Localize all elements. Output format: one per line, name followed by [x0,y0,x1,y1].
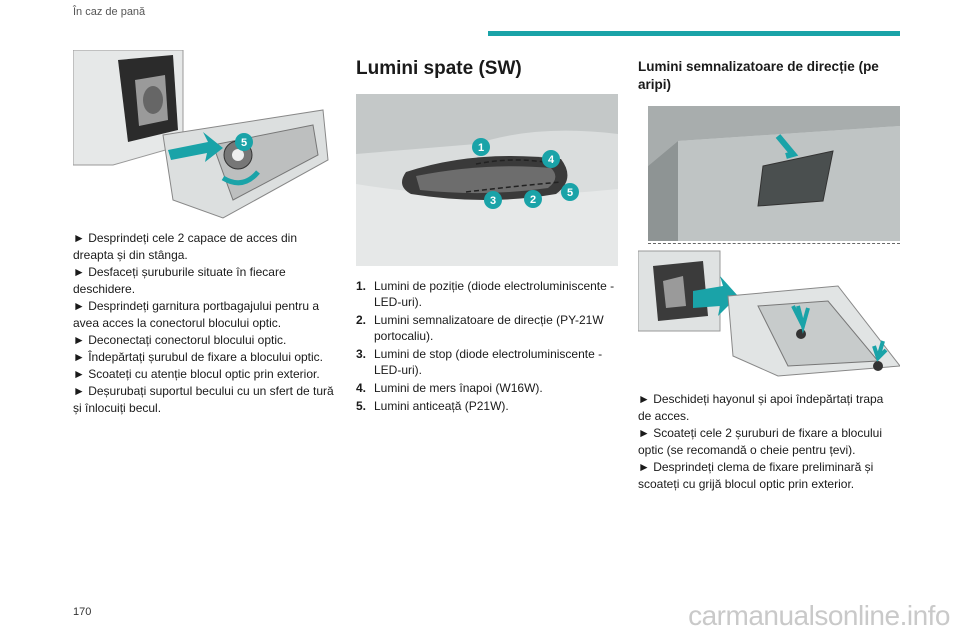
legend-item: 4. Lumini de mers înapoi (W16W). [356,380,618,396]
callout-4-marker [542,150,560,168]
legend-text: Lumini anticeață (P21W). [374,399,509,413]
step: ► Scoateți cele 2 șuruburi de fixare a b… [638,426,883,457]
callout-1-marker [472,138,490,156]
dashed-separator [648,243,900,244]
step: ► Deșurubați suportul becului cu un sfer… [73,384,334,415]
figure-side-indicator-access [648,106,900,241]
figure-rear-lights: 1 4 3 2 5 [356,94,618,266]
callout-3-marker [484,191,502,209]
callout-5-label: 5 [567,187,573,199]
step: ► Îndepărtați șurubul de fixare a blocul… [73,350,324,364]
callout-3-label: 3 [490,195,496,207]
legend-text: Lumini semnalizatoare de direcție (PY-21… [374,313,604,343]
legend-text: Lumini de mers înapoi (W16W). [374,381,543,395]
legend-text: Lumini de stop (diode electroluminiscent… [374,347,603,377]
step: ► Deschideți hayonul și apoi îndepărtați… [638,392,884,423]
step: ► Deconectați conectorul blocului optic. [73,333,287,347]
legend-number: 5. [356,399,367,413]
page-number: 170 [73,606,92,618]
callout-5-label: 5 [241,137,247,149]
legend-item: 5. Lumini anticeață (P21W). [356,398,618,414]
legend-item: 3. Lumini de stop (diode electroluminisce… [356,346,618,378]
step: ► Desfaceți șuruburile situate în fiecar… [73,265,286,296]
section-title-rear-lights: Lumini spate (SW) [356,58,522,79]
callout-2-marker [524,190,542,208]
col3-steps: ► Deschideți hayonul și apoi îndepărtați… [638,391,900,493]
step: ► Desprindeți cele 2 capace de acces din… [73,231,298,262]
legend-item: 1. Lumini de poziție (diode electrolumini… [356,278,618,310]
callout-2-label: 2 [530,194,536,206]
col1-steps: ► Desprindeți cele 2 capace de acces din… [73,230,335,417]
step: ► Desprindeți clema de fixare preliminar… [638,460,874,491]
step: ► Desprindeți garnitura portbagajului pe… [73,299,320,330]
column-1: 5 ► Desprindeți cele 2 capace de acces d… [73,50,335,417]
figure-lamp-removal: 5 [73,50,335,220]
watermark: carmanualsonline.info [688,600,950,631]
legend-text: Lumini de poziție (diode electroluminisc… [374,279,615,309]
figure-side-indicator-removal [638,246,900,381]
legend-item: 2. Lumini semnalizatoare de direcție (PY-… [356,312,618,344]
section-title-side-indicators: Lumini semnalizatoare de direcție (pe ar… [638,59,879,92]
header-accent-bar [488,31,900,36]
legend-number: 4. [356,381,367,395]
legend-number: 1. [356,279,367,293]
header-section-title: În caz de pană [73,6,146,18]
rear-lights-legend: 1. Lumini de poziție (diode electrolumini… [356,278,618,414]
column-3: Lumini semnalizatoare de direcție (pe ar… [638,50,900,493]
callout-5-marker [561,183,579,201]
legend-number: 3. [356,347,367,361]
callout-4-label: 4 [548,154,555,166]
column-2: Lumini spate (SW) 1 4 3 2 5 1. Lumini de … [356,50,618,416]
step: ► Scoateți cu atenție blocul optic prin … [73,367,320,381]
callout-1-label: 1 [478,142,484,154]
legend-number: 2. [356,313,367,327]
callout-5-marker [235,133,253,151]
